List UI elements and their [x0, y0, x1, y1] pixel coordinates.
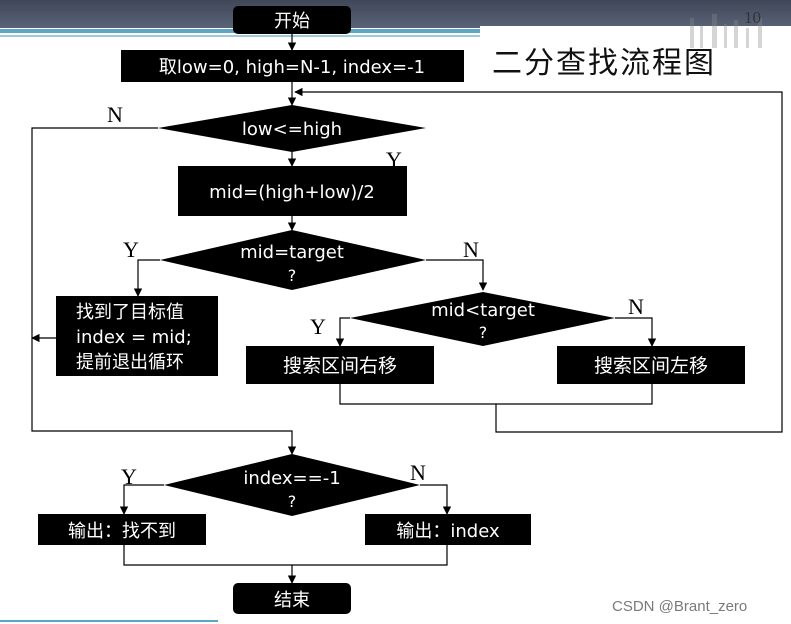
move-left-node: 搜索区间左移	[557, 346, 745, 384]
header-accent-line-thin	[0, 35, 480, 37]
found-action-line-3: 提前退出循环	[76, 352, 184, 373]
output-index-label: 输出：index	[396, 521, 500, 542]
init-label: 取low=0, high=N-1, index=-1	[159, 57, 425, 78]
title-panel	[480, 26, 791, 84]
check-index-line-1: index==-1	[243, 468, 340, 489]
watermark: CSDN @Brant_zero	[612, 598, 748, 615]
branch-labels: N Y Y N Y N Y N	[107, 102, 644, 489]
header-band	[0, 0, 791, 28]
loop-no-label: N	[107, 102, 123, 127]
header-accent-line	[0, 29, 791, 33]
found-no-label: N	[463, 237, 479, 262]
output-not-found-label: 输出：找不到	[68, 521, 176, 542]
start-node: 开始	[233, 6, 351, 34]
move-left-label: 搜索区间左移	[594, 355, 708, 377]
check-found-decision: mid=target ?	[160, 230, 426, 290]
less-no-label: N	[628, 294, 644, 319]
index-yes-label: Y	[121, 464, 137, 489]
found-action-node: 找到了目标值 index = mid; 提前退出循环	[56, 296, 218, 376]
check-less-line-1: mid<target	[431, 300, 535, 321]
output-index-node: 输出：index	[365, 514, 531, 545]
check-found-line-2: ?	[288, 266, 297, 285]
found-yes-label: Y	[123, 237, 139, 262]
check-index-line-2: ?	[288, 492, 297, 511]
check-index-decision: index==-1 ?	[164, 454, 420, 516]
loop-condition-decision: low<=high	[158, 105, 426, 152]
start-label: 开始	[274, 11, 310, 32]
check-less-decision: mid<target ?	[350, 292, 615, 346]
check-less-line-2: ?	[479, 323, 488, 342]
found-action-line-1: 找到了目标值	[76, 302, 184, 323]
found-action-line-2: index = mid;	[76, 327, 192, 348]
less-yes-label: Y	[310, 314, 326, 339]
compute-mid-node: mid=(high+low)/2	[178, 166, 407, 216]
move-right-label: 搜索区间右移	[283, 355, 397, 377]
page-number: 10	[744, 8, 761, 27]
move-right-node: 搜索区间右移	[246, 346, 434, 384]
connectors	[31, 34, 783, 584]
footer-accent-line	[0, 620, 218, 622]
loop-condition-label: low<=high	[242, 119, 342, 140]
compute-mid-label: mid=(high+low)/2	[209, 182, 375, 203]
header-decoration	[690, 14, 762, 48]
loop-yes-label: Y	[386, 147, 402, 172]
end-label: 结束	[274, 590, 310, 611]
slide-title: 二分查找流程图	[492, 46, 716, 81]
output-not-found-node: 输出：找不到	[38, 514, 206, 545]
end-node: 结束	[233, 583, 351, 614]
init-node: 取low=0, high=N-1, index=-1	[121, 50, 464, 82]
check-found-line-1: mid=target	[240, 242, 344, 263]
index-no-label: N	[410, 460, 426, 485]
